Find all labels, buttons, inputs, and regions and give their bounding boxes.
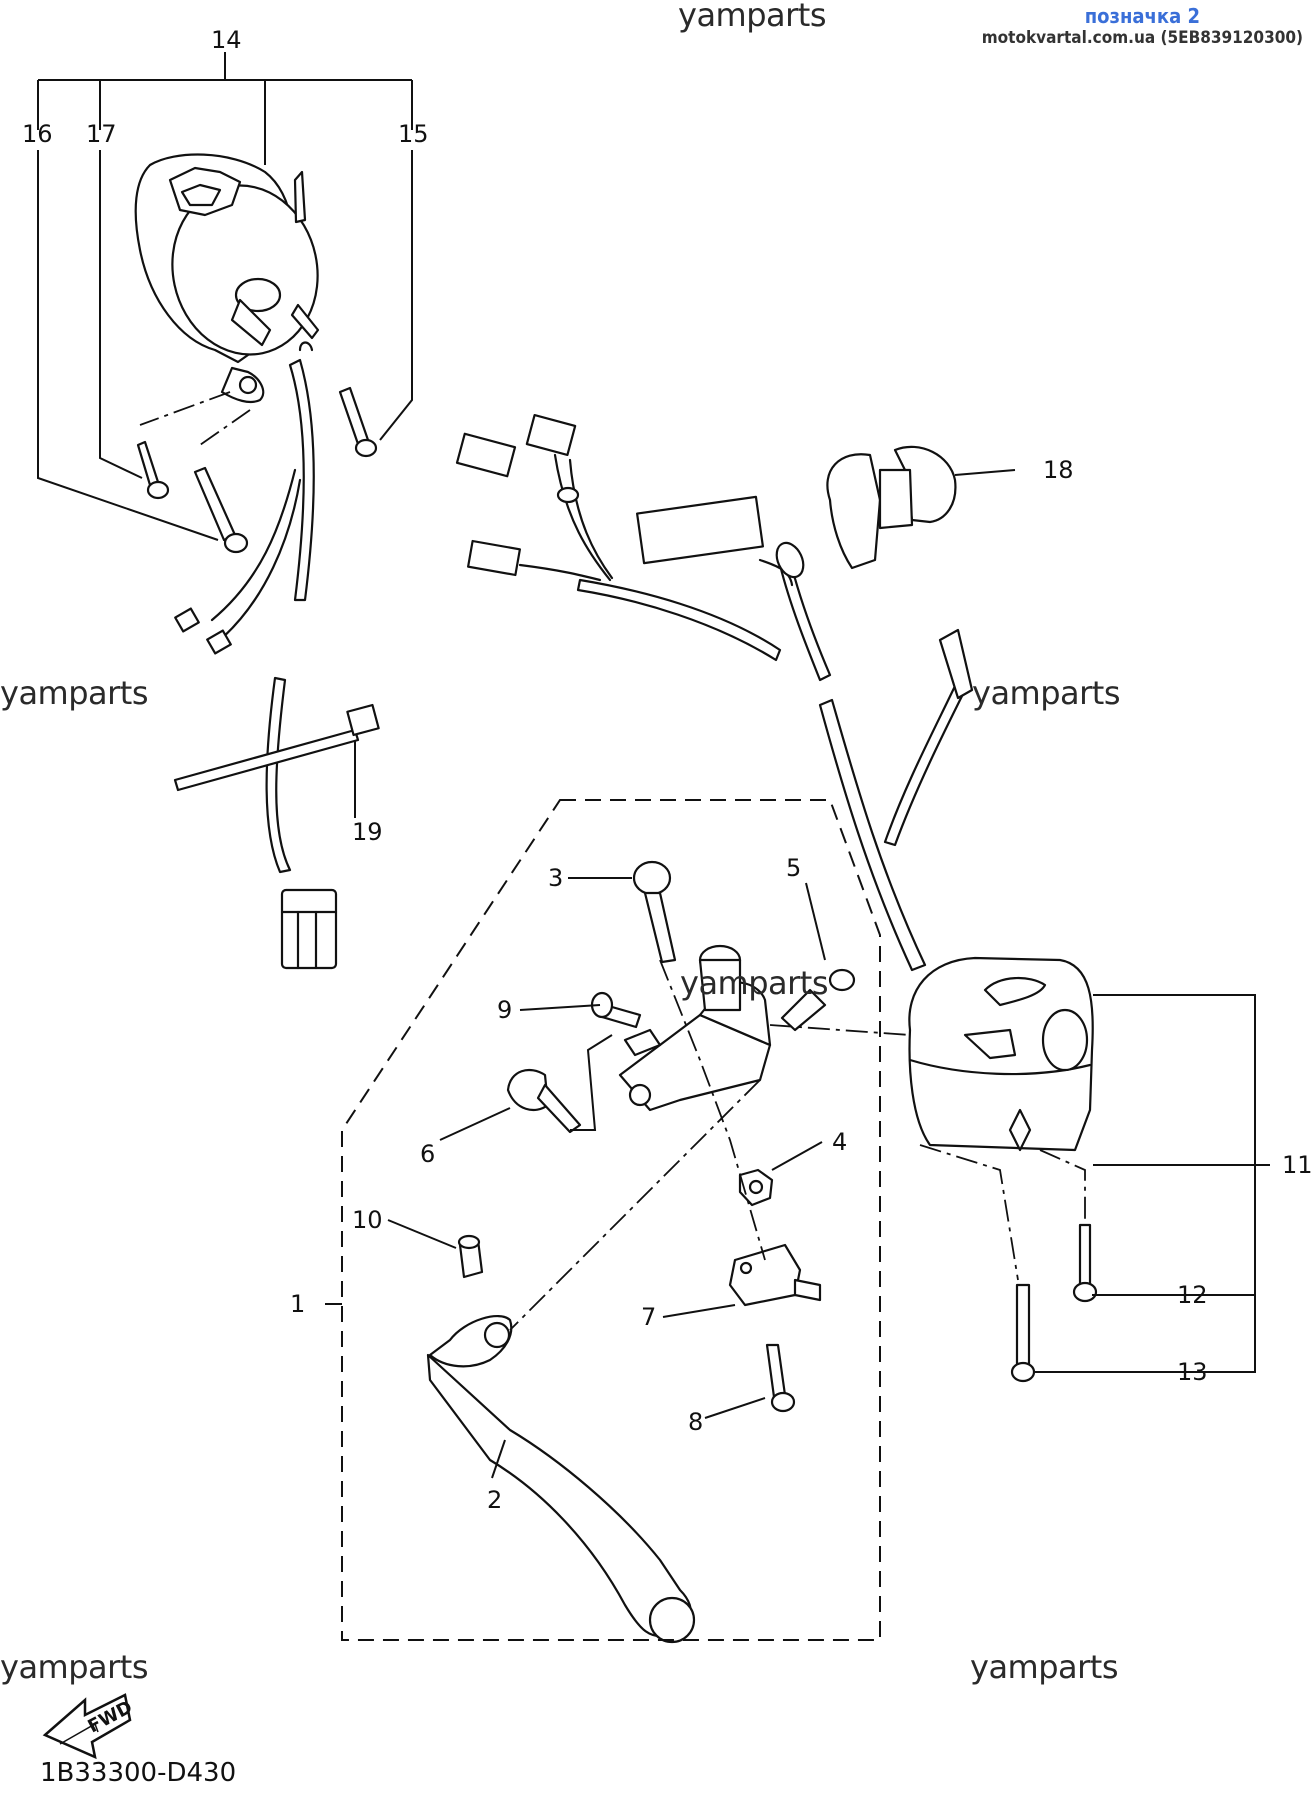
callout-3: 3 <box>548 864 564 892</box>
callout-12: 12 <box>1177 1281 1208 1309</box>
forward-arrow-icon: FWD <box>42 1693 136 1760</box>
watermark-center: yamparts <box>680 964 829 1002</box>
callout-8: 8 <box>688 1408 704 1436</box>
header-watermark: позначка 2 motokvartal.com.ua (5EB839120… <box>982 4 1303 48</box>
callout-18: 18 <box>1043 456 1074 484</box>
screw-17 <box>136 440 170 500</box>
screw-15 <box>338 386 378 458</box>
callout-1: 1 <box>290 1290 306 1318</box>
drawing-code: 1B33300-D430 <box>40 1758 237 1788</box>
cable-tie <box>173 703 380 792</box>
header-line-2: motokvartal.com.ua (5EB839120300) <box>981 28 1303 48</box>
zigzag-link <box>570 1034 613 1131</box>
collar-10 <box>457 1234 484 1279</box>
wire-clamp <box>826 445 957 570</box>
bolt-6 <box>506 1068 582 1134</box>
callout-6: 6 <box>420 1140 436 1168</box>
nut-4 <box>738 1168 774 1207</box>
watermark-right-mid: yamparts <box>972 674 1121 712</box>
bolt-3 <box>632 860 677 964</box>
callout-14: 14 <box>211 26 242 54</box>
callout-15: 15 <box>398 120 429 148</box>
brake-lever-2 <box>426 1315 696 1644</box>
centerline <box>139 391 1086 1331</box>
left-switch-cable <box>174 341 338 970</box>
screw-8 <box>765 1343 796 1413</box>
callout-11: 11 <box>1282 1151 1311 1179</box>
screw-16 <box>193 466 249 554</box>
watermark-bottom-right: yamparts <box>970 1648 1119 1686</box>
callout-17: 17 <box>86 120 117 148</box>
bolt-5 <box>780 968 856 1032</box>
screw-13 <box>1010 1283 1036 1383</box>
callout-9: 9 <box>497 996 513 1024</box>
header-line-1: позначка 2 <box>1084 4 1200 28</box>
callout-4: 4 <box>832 1128 848 1156</box>
watermark-top: yamparts <box>678 0 827 34</box>
bolt-9 <box>590 991 642 1029</box>
screw-12 <box>1072 1223 1098 1303</box>
lever-bracket <box>618 944 772 1112</box>
right-handlebar-switch <box>908 956 1094 1152</box>
leader-lines <box>37 52 1270 1479</box>
watermark-bottom-left: yamparts <box>0 1648 149 1686</box>
callout-2: 2 <box>487 1486 503 1514</box>
left-connector <box>280 888 338 970</box>
right-switch-harness <box>455 413 974 972</box>
brake-switch-7 <box>728 1243 822 1307</box>
left-handlebar-switch <box>134 153 320 404</box>
callout-5: 5 <box>786 854 802 882</box>
callout-16: 16 <box>22 120 53 148</box>
watermark-left-mid: yamparts <box>0 674 149 712</box>
callout-13: 13 <box>1177 1358 1208 1386</box>
callout-19: 19 <box>352 818 383 846</box>
callout-10: 10 <box>352 1206 383 1234</box>
callout-7: 7 <box>641 1303 657 1331</box>
